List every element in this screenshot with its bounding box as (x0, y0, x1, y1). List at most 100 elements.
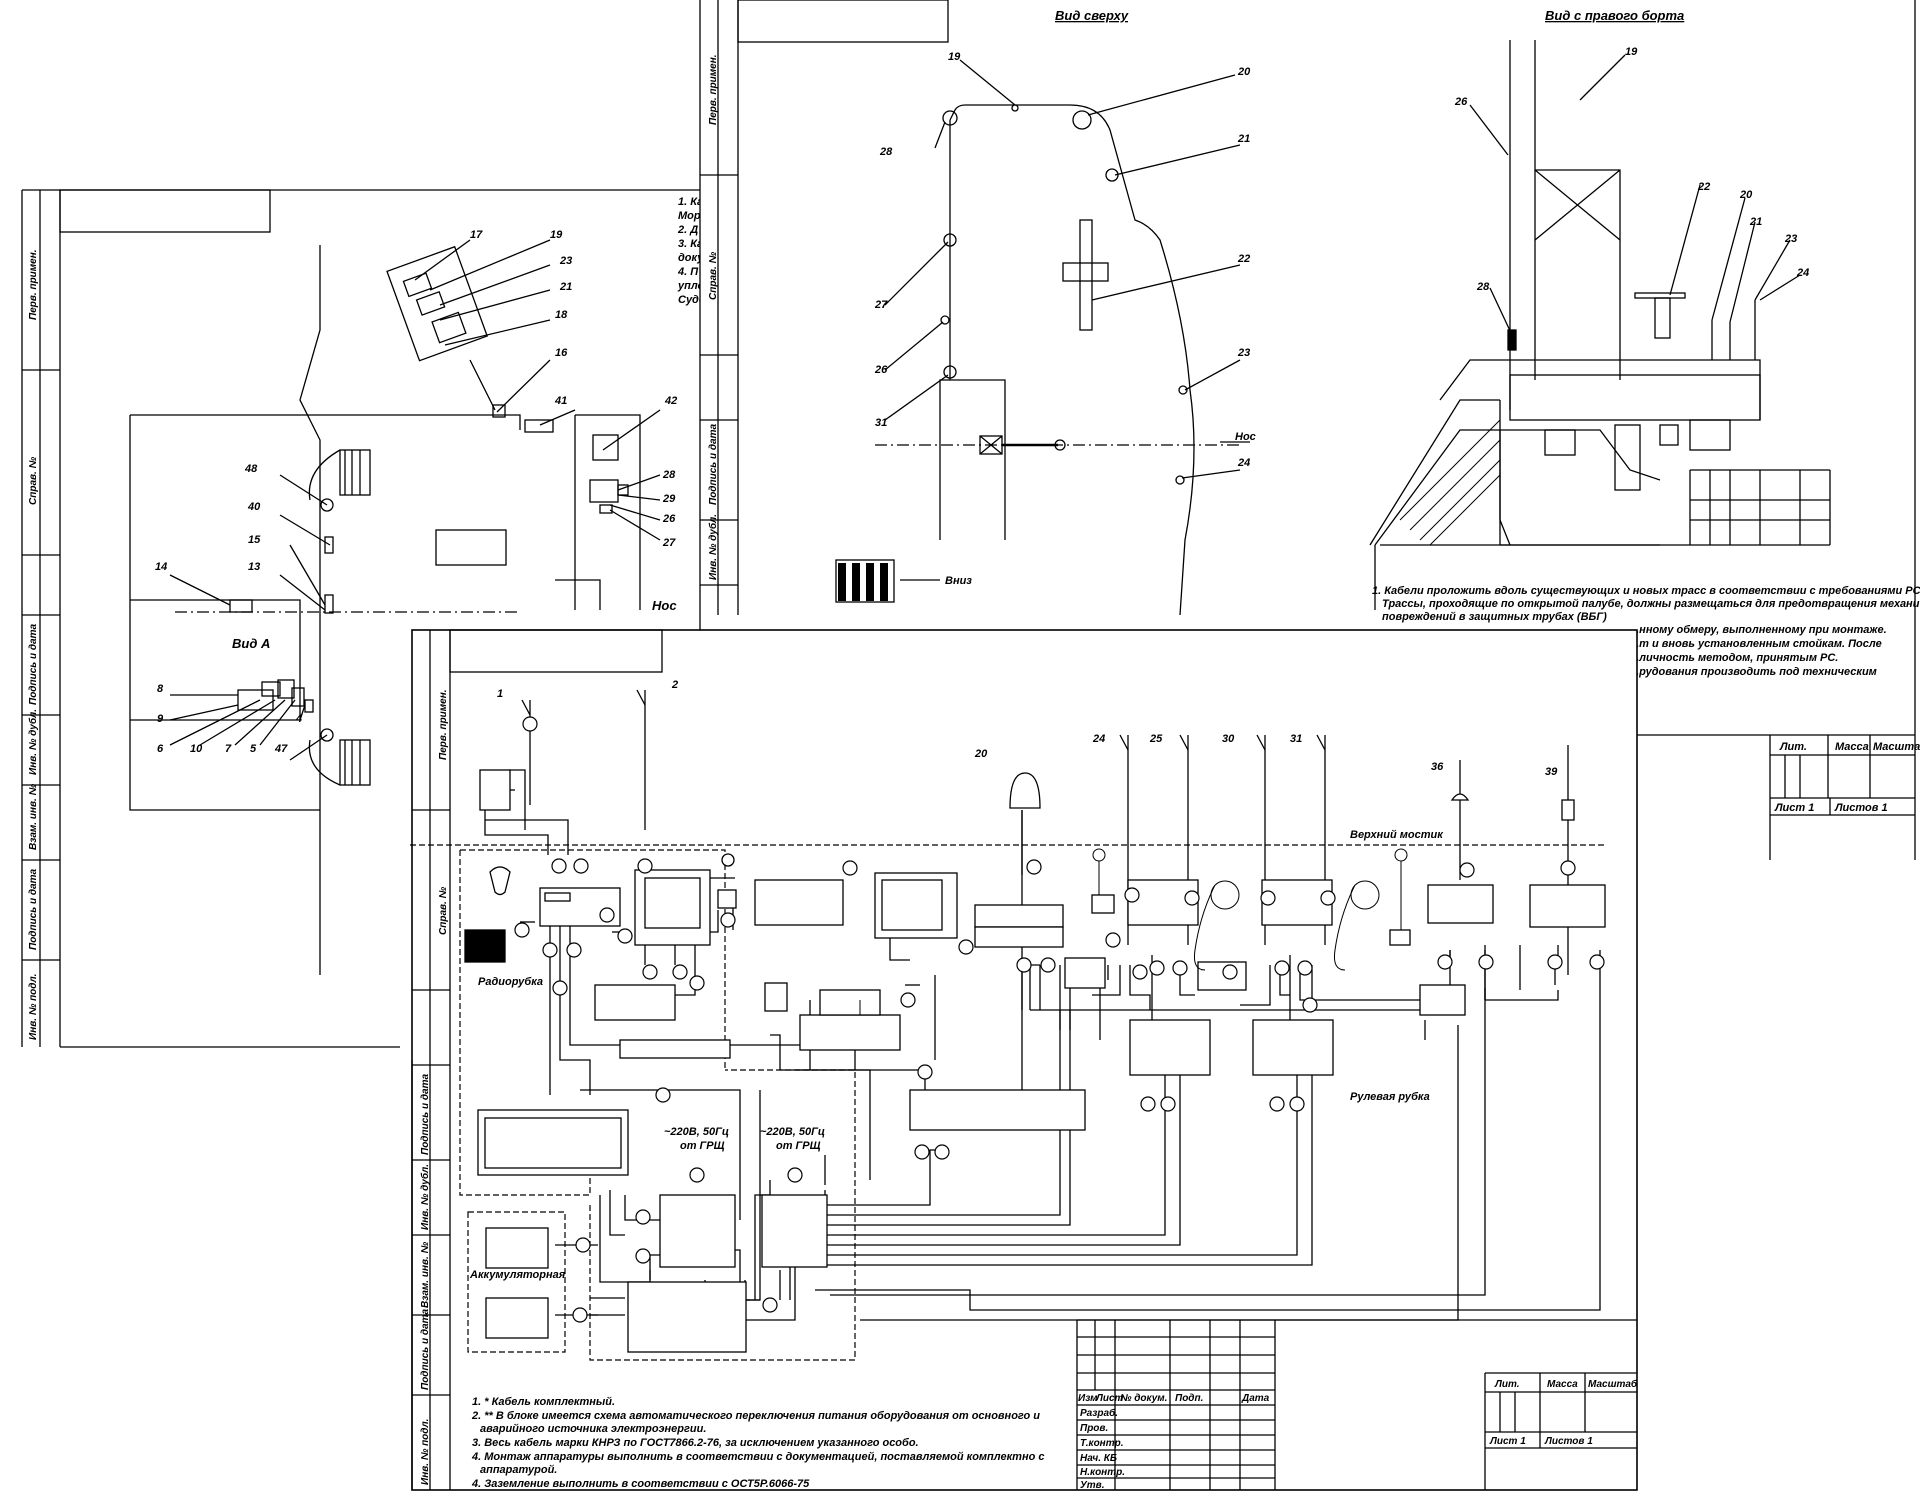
plan-callout: 8 (157, 683, 164, 695)
plan-callout: 7 (225, 743, 232, 755)
main-title-block (1076, 1319, 1637, 1490)
equipment-20 (1009, 772, 1041, 809)
equipment-8 (594, 984, 676, 1021)
svg-text:Н.контр.: Н.контр. (1080, 1467, 1125, 1478)
plan-callout: 4 (295, 713, 302, 725)
svg-text:Масса: Масса (1547, 1379, 1578, 1390)
plan-note: доку (678, 252, 704, 264)
svg-text:Подпись и дата: Подпись и дата (28, 869, 39, 950)
svg-text:Лист: Лист (1095, 1393, 1124, 1404)
equipment (464, 769, 1606, 1353)
plan-callout: 9 (157, 713, 164, 725)
main-note: 4. Монтаж аппаратуры выполнить в соответ… (471, 1451, 1044, 1463)
top-callout: 31 (875, 417, 887, 429)
plan-margin-labels: Перв. примен. Справ. № Подпись и дата Ин… (27, 249, 39, 1040)
svg-text:Дата: Дата (1241, 1393, 1270, 1404)
top-callout: 27 (874, 299, 888, 311)
svg-text:Изм: Изм (1078, 1393, 1098, 1404)
svg-text:Нач. КБ: Нач. КБ (1080, 1453, 1117, 1464)
handset-icon (489, 866, 511, 896)
plan-callout: 17 (470, 229, 483, 241)
equipment-27 (1091, 894, 1115, 914)
svg-text:Лит.: Лит. (1494, 1379, 1520, 1390)
equipment-12 (485, 1297, 549, 1339)
plan-callout: 42 (664, 395, 677, 407)
side-callout: 26 (1454, 96, 1468, 108)
views-margin-label: Перв. примен. (708, 54, 719, 125)
svg-text:Инв. № дубл.: Инв. № дубл. (419, 1164, 431, 1230)
main-note: аппаратурой. (480, 1464, 557, 1476)
svg-text:Инв. № дубл.: Инв. № дубл. (27, 709, 39, 775)
power-14-label: ~220В, 50Гц (664, 1126, 729, 1138)
main-texts: Радиорубка Рулевая рубка Аккумуляторная … (419, 689, 1638, 1491)
svg-text:2: 2 (671, 679, 678, 691)
plan-callout: 10 (190, 743, 203, 755)
views-tb-lit: Лит. (1779, 741, 1807, 753)
equipment-14 (659, 1194, 736, 1268)
equipment-21 (974, 904, 1064, 928)
top-callout: 19 (948, 51, 961, 63)
plan-callout: 27 (662, 537, 676, 549)
equipment-13 (627, 1281, 747, 1353)
svg-text:39: 39 (1545, 766, 1558, 778)
view-top-title: Вид сверху (1055, 8, 1129, 23)
equipment-15 (761, 1194, 828, 1268)
plan-callout: 5 (250, 743, 257, 755)
equipment-11 (485, 1227, 549, 1269)
side-callout: 20 (1739, 189, 1753, 201)
equipment-18 (799, 1014, 901, 1051)
side-callout: 21 (1749, 216, 1762, 228)
plan-callout: 26 (662, 513, 676, 525)
top-callout: 23 (1237, 347, 1250, 359)
svg-text:Лист 1: Лист 1 (1489, 1436, 1526, 1447)
plan-callout: 41 (554, 395, 567, 407)
svg-text:20: 20 (974, 748, 988, 760)
main-note: 3. Весь кабель марки КНРЗ по ГОСТ7866.2-… (472, 1437, 919, 1449)
equipment-16 (764, 982, 788, 1012)
plan-callout: 18 (555, 309, 568, 321)
svg-text:Утв.: Утв. (1080, 1480, 1104, 1491)
equipment-3 (479, 769, 511, 811)
main-note: аварийного источника электроэнергии. (480, 1423, 706, 1435)
plan-callout: 47 (274, 743, 288, 755)
equipment-40 (1529, 884, 1606, 928)
plan-callout: 29 (662, 493, 676, 505)
equipment-35 (1389, 929, 1411, 946)
power-15-label: ~220В, 50Гц (760, 1126, 825, 1138)
svg-text:36: 36 (1431, 761, 1444, 773)
callouts (514, 716, 1605, 1323)
plan-nos: Нос (652, 598, 677, 613)
equipment-33 (1197, 961, 1247, 991)
main-note: 1. * Кабель комплектный. (472, 1396, 615, 1408)
sheet-main (410, 629, 1638, 1491)
plan-note: 1. Ка (678, 196, 703, 208)
views-tb-massa: Масса (1835, 741, 1869, 753)
views-margin-label: Справ. № (708, 251, 719, 300)
svg-text:Перв. примен.: Перв. примен. (438, 689, 449, 760)
equipment-17 (754, 879, 844, 926)
svg-text:Инв. № подл.: Инв. № подл. (420, 1419, 431, 1485)
plan-note: 4. П (677, 266, 699, 278)
plan-callout: 13 (248, 561, 260, 573)
top-callout: 20 (1237, 66, 1251, 78)
side-callout: 23 (1784, 233, 1797, 245)
plan-callout: 16 (555, 347, 568, 359)
svg-text:Пров.: Пров. (1080, 1423, 1108, 1434)
svg-text:Подпись и дата: Подпись и дата (420, 1309, 431, 1390)
views-note: повреждений в защитных трубах (ВБГ) (1382, 611, 1607, 623)
svg-text:№ докум.: № докум. (1120, 1393, 1167, 1404)
views-note: ...нному обмеру, выполненному при монтаж… (1630, 624, 1887, 636)
equipment-39 (1561, 799, 1575, 821)
svg-text:25: 25 (1149, 733, 1163, 745)
side-callout: 19 (1625, 46, 1638, 58)
views-nos: Нос (1235, 431, 1256, 443)
handset-cord (1194, 884, 1216, 971)
equipment-9 (619, 1039, 731, 1059)
equipment-34 (1252, 1019, 1334, 1076)
svg-text:31: 31 (1290, 733, 1302, 745)
svg-text:Т.контр.: Т.контр. (1080, 1438, 1124, 1449)
main-note: 2. ** В блоке имеется схема автоматическ… (471, 1410, 1040, 1422)
zone-wheel-label: Рулевая рубка (1350, 1091, 1430, 1103)
plan-callout: 15 (248, 534, 261, 546)
